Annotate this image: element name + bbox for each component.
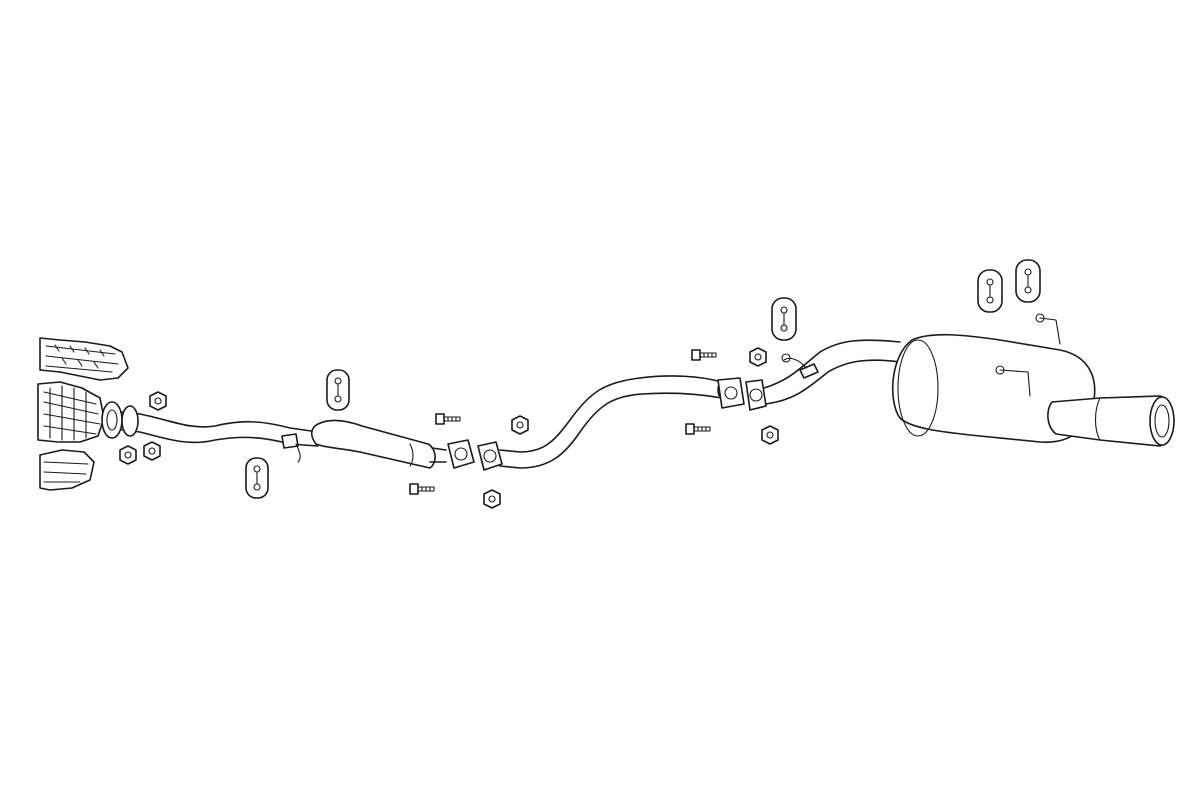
front-pipe [121, 405, 319, 463]
nut-icon [749, 347, 767, 367]
nut-icon [143, 441, 161, 461]
nut-icon [761, 425, 779, 445]
nut-icon [483, 489, 501, 509]
resonator-icon [310, 419, 447, 469]
heat-shield-icon [39, 337, 129, 491]
hanger-icon [977, 269, 1003, 313]
hanger-icon [245, 457, 269, 499]
hanger-icon [326, 369, 350, 411]
nut-icon [149, 391, 167, 411]
bolt-icon [691, 349, 717, 361]
bolt-icon [435, 413, 461, 425]
gasket-icon [745, 379, 767, 411]
gasket-icon [717, 377, 745, 409]
hanger-icon [771, 297, 797, 341]
center-pipe [499, 375, 731, 469]
tailpipe-icon [1047, 395, 1175, 447]
bolt-icon [685, 423, 711, 435]
rear-pipe [763, 339, 901, 405]
nut-icon [511, 415, 529, 435]
catalytic-converter-icon [37, 381, 123, 443]
nut-icon [119, 445, 137, 465]
gasket-icon [447, 439, 475, 469]
bolt-icon [409, 483, 435, 495]
hanger-icon [1015, 259, 1041, 303]
gasket-icon [477, 441, 503, 471]
